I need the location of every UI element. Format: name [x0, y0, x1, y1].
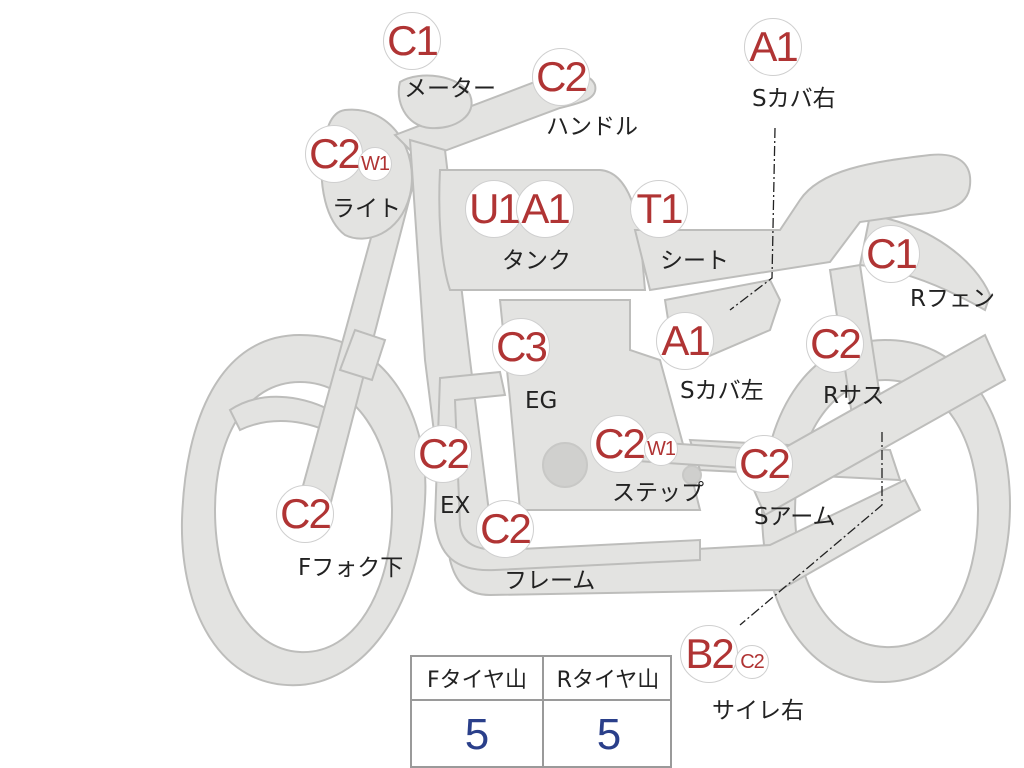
swing-arm-label: Sアーム — [754, 504, 836, 530]
silencer-right-code-badge: B2 — [680, 625, 738, 683]
engine-cover — [542, 442, 588, 488]
step-code-badge: W1 — [644, 432, 678, 466]
silencer-shape — [743, 333, 1007, 517]
light-label: ライト — [332, 196, 401, 222]
front-tire-header: Fタイヤ山 — [412, 657, 542, 701]
light-code-badge: C2 — [305, 125, 363, 183]
front-wheel — [180, 333, 427, 687]
exhaust-label: EX — [440, 493, 471, 519]
rear-fender-code-badge: C1 — [862, 225, 920, 283]
tank-label: タンク — [502, 248, 571, 274]
front-tire-value: 5 — [464, 709, 490, 759]
front-fender-shape — [228, 395, 332, 432]
leader-line-silencer — [739, 432, 883, 626]
rear-suspension-code-badge: C2 — [806, 315, 864, 373]
meter-label: メーター — [404, 76, 496, 102]
silencer-right-code-badge: C2 — [735, 645, 769, 679]
leader-line-side-cover — [729, 127, 776, 311]
front-fork-lower-code-badge: C2 — [276, 485, 334, 543]
rear-fender-label: Rフェン — [910, 286, 995, 312]
seat-label: シート — [660, 248, 729, 274]
front-fork-lower-label: Fフォク下 — [298, 555, 404, 581]
side-cover-right-code-badge: A1 — [744, 18, 802, 76]
exhaust-code-badge: C2 — [414, 425, 472, 483]
frame-code-badge: C2 — [476, 500, 534, 558]
light-code-badge: W1 — [358, 147, 392, 181]
rear-suspension-label: Rサス — [823, 383, 885, 409]
tire-tread-table: Fタイヤ山 Rタイヤ山 5 5 — [410, 655, 672, 768]
step-label: ステップ — [612, 480, 704, 506]
seat-shape — [633, 153, 972, 292]
engine-label: EG — [525, 388, 558, 414]
step-peg — [682, 465, 702, 485]
rear-tire-value: 5 — [542, 701, 674, 768]
side-cover-left-code-badge: A1 — [656, 312, 714, 370]
exhaust-shape — [433, 370, 701, 572]
side-cover-left-label: Sカバ左 — [680, 378, 764, 404]
handle-code-badge: C2 — [532, 48, 590, 106]
side-cover-right-label: Sカバ右 — [752, 86, 836, 112]
rear-tire-header: Rタイヤ山 — [542, 657, 672, 701]
silencer-right-label: サイレ右 — [712, 698, 804, 724]
step-code-badge: C2 — [590, 415, 648, 473]
handle-label: ハンドル — [546, 114, 638, 140]
tank-code-badge: U1 — [465, 180, 523, 238]
seat-code-badge: T1 — [630, 180, 688, 238]
tank-code-badge: A1 — [516, 180, 574, 238]
swing-arm-code-badge: C2 — [735, 435, 793, 493]
meter-shape — [397, 74, 473, 130]
engine-code-badge: C3 — [492, 318, 550, 376]
frame-label: フレーム — [504, 568, 596, 594]
meter-code-badge: C1 — [383, 12, 441, 70]
